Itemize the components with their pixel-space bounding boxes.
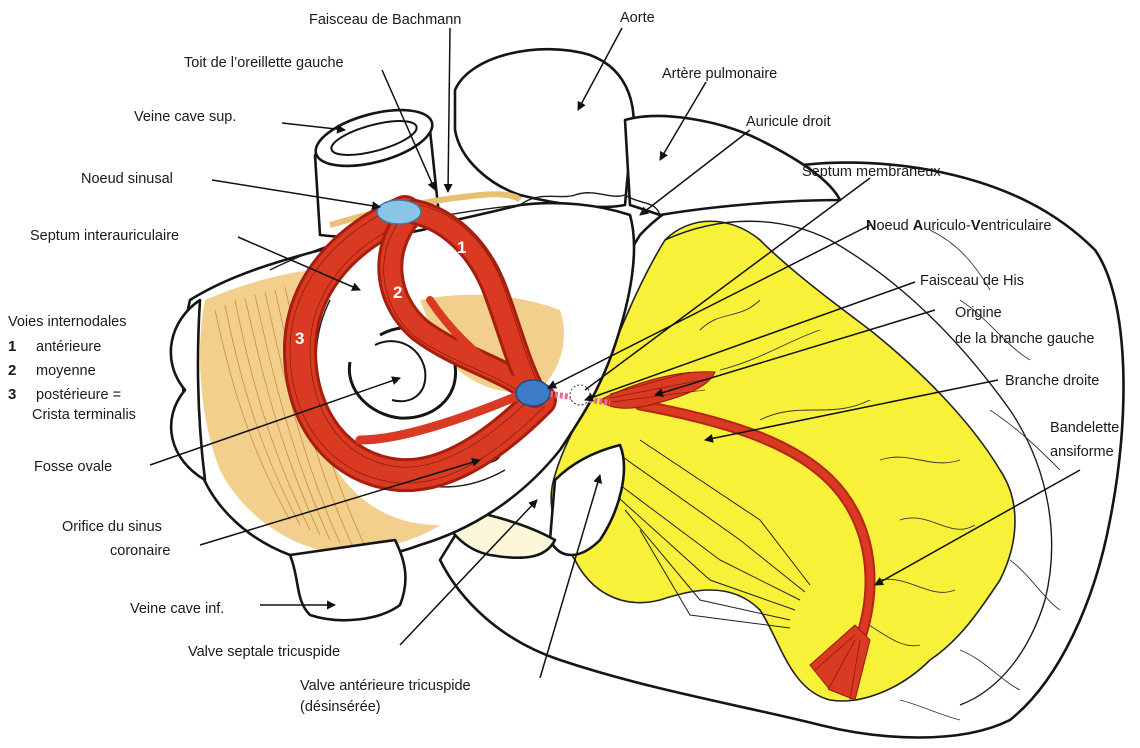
label-valve-anterieure-line1: Valve antérieure tricuspide [300, 678, 471, 694]
label-auricule-droit: Auricule droit [746, 114, 831, 130]
label-bandelette-line2: ansiforme [1050, 444, 1114, 460]
bundle-number-3: 3 [295, 329, 304, 348]
label-aorte: Aorte [620, 10, 655, 26]
label-faisceau-his: Faisceau de His [920, 273, 1024, 289]
label-voies-title: Voies internodales [8, 314, 127, 330]
label-voie-1-name: antérieure [36, 339, 101, 355]
label-bachmann: Faisceau de Bachmann [309, 12, 461, 28]
label-veine-cave-inf: Veine cave inf. [130, 601, 224, 617]
label-orifice-line1: Orifice du sinus [62, 519, 162, 535]
label-septum-interauriculaire: Septum interauriculaire [30, 228, 179, 244]
label-voie-3-name2: Crista terminalis [32, 407, 136, 423]
label-voie-2-name: moyenne [36, 363, 96, 379]
label-septum-membraneux: Septum membraneux [802, 164, 941, 180]
label-voie-2-num: 2 [8, 362, 16, 379]
label-origine-line2: de la branche gauche [955, 331, 1094, 347]
label-toit: Toit de l’oreillette gauche [184, 55, 344, 71]
label-branche-droite: Branche droite [1005, 373, 1099, 389]
inferior-vena-cava [290, 540, 405, 620]
label-noeud-av: Noeud Auriculo-Ventriculaire [866, 218, 1051, 234]
label-noeud-sinusal: Noeud sinusal [81, 171, 173, 187]
label-valve-septale: Valve septale tricuspide [188, 644, 340, 660]
bundle-number-1: 1 [457, 238, 466, 257]
av-node [516, 380, 550, 406]
label-voie-3-name: postérieure = [36, 387, 121, 403]
label-origine-line1: Origine [955, 305, 1002, 321]
label-orifice-line2: coronaire [110, 543, 170, 559]
aorta-shape [455, 49, 634, 207]
sinus-node [377, 200, 421, 224]
label-voie-3-num: 3 [8, 386, 16, 403]
label-veine-cave-sup: Veine cave sup. [134, 109, 236, 125]
label-bandelette-line1: Bandelette [1050, 420, 1119, 436]
label-fosse-ovale: Fosse ovale [34, 459, 112, 475]
label-artere-pulmonaire: Artère pulmonaire [662, 66, 777, 82]
bundle-number-2: 2 [393, 283, 402, 302]
label-valve-anterieure-line2: (désinsérée) [300, 699, 381, 715]
label-voie-1-num: 1 [8, 338, 16, 355]
